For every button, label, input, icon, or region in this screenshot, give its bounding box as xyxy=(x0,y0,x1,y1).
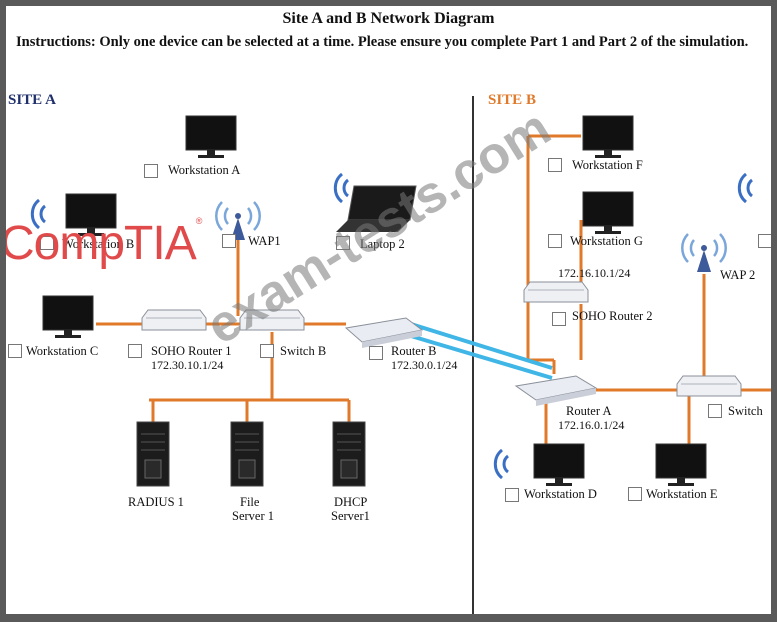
offscreen-device-wifi-icon xyxy=(737,172,754,204)
soho-router-2-ip: 172.16.10.1/24 xyxy=(558,266,631,280)
soho-router-1-label: SOHO Router 1 xyxy=(151,344,232,358)
wap1-checkbox[interactable] xyxy=(222,234,236,248)
dhcp-server1-icon xyxy=(332,421,366,487)
router-a-label: Router A xyxy=(566,404,612,418)
switch-site-b-label: Switch xyxy=(728,404,763,418)
workstation-f-monitor-icon xyxy=(582,115,634,159)
wap2-label: WAP 2 xyxy=(720,268,756,282)
workstation-b-label: Workstation B xyxy=(62,237,135,251)
dhcp-server1-label-line1: DHCP xyxy=(334,495,368,509)
workstation-g-monitor-icon xyxy=(582,191,634,235)
soho-router-2-checkbox[interactable] xyxy=(552,312,566,326)
wan-link xyxy=(410,322,553,380)
workstation-c-checkbox[interactable] xyxy=(8,344,22,358)
workstation-a-monitor-icon xyxy=(185,115,237,159)
site-a-links xyxy=(96,238,351,424)
switch-b-checkbox[interactable] xyxy=(260,344,274,358)
switch-site-b-checkbox[interactable] xyxy=(708,404,722,418)
soho-router-2-icon xyxy=(523,281,589,303)
offscreen-device-checkbox[interactable] xyxy=(758,234,771,248)
workstation-c-monitor-icon xyxy=(42,295,94,339)
workstation-f-label: Workstation F xyxy=(572,158,643,172)
radius-1-server-icon xyxy=(136,421,170,487)
workstation-c-label: Workstation C xyxy=(26,344,99,358)
workstation-d-wifi-icon xyxy=(493,448,510,480)
site-a-label: SITE A xyxy=(8,92,56,108)
dhcp-server1-label-line2: Server1 xyxy=(331,509,370,523)
network-diagram-panel: Site A and B Network Diagram Instruction… xyxy=(6,6,771,614)
soho-router-2-label: SOHO Router 2 xyxy=(572,309,653,323)
instructions-text: Instructions: Only one device can be sel… xyxy=(16,34,749,50)
router-b-label: Router B xyxy=(391,344,437,358)
workstation-d-label: Workstation D xyxy=(524,487,597,501)
laptop-2-icon xyxy=(336,185,417,232)
radius-1-label: RADIUS 1 xyxy=(128,495,184,509)
workstation-a-label: Workstation A xyxy=(168,163,241,177)
router-b-ip: 172.30.0.1/24 xyxy=(391,358,458,372)
file-server-1-icon xyxy=(230,421,264,487)
workstation-b-checkbox[interactable] xyxy=(40,236,54,250)
workstation-g-label: Workstation G xyxy=(570,234,643,248)
workstation-d-monitor-icon xyxy=(533,443,585,487)
switch-b-label: Switch B xyxy=(280,344,327,358)
laptop-2-label: Laptop 2 xyxy=(360,237,405,251)
workstation-e-checkbox[interactable] xyxy=(628,487,642,501)
router-a-ip: 172.16.0.1/24 xyxy=(558,418,625,432)
router-b-checkbox[interactable] xyxy=(369,346,383,360)
workstation-f-checkbox[interactable] xyxy=(548,158,562,172)
switch-site-b-icon xyxy=(676,375,742,397)
router-b-icon xyxy=(344,317,424,348)
diagram-canvas xyxy=(30,115,771,487)
wap2-icon xyxy=(681,232,727,274)
workstation-e-monitor-icon xyxy=(655,443,707,487)
soho-router-1-checkbox[interactable] xyxy=(128,344,142,358)
workstation-a-checkbox[interactable] xyxy=(144,164,158,178)
file-server-1-label-line1: File xyxy=(240,495,260,509)
site-b-links xyxy=(526,134,771,446)
router-a-icon xyxy=(514,375,598,406)
workstation-e-label: Workstation E xyxy=(646,487,718,501)
site-b-label: SITE B xyxy=(488,92,536,108)
comptia-logo-text: CompTIA xyxy=(6,217,197,270)
laptop-2-checkbox[interactable] xyxy=(336,236,350,250)
workstation-g-checkbox[interactable] xyxy=(548,234,562,248)
workstation-d-checkbox[interactable] xyxy=(505,488,519,502)
file-server-1-label-line2: Server 1 xyxy=(232,509,274,523)
comptia-logo: CompTIA® xyxy=(6,216,202,271)
soho-router-1-ip: 172.30.10.1/24 xyxy=(151,358,224,372)
wap1-label: WAP1 xyxy=(248,234,281,248)
soho-router-1-icon xyxy=(141,309,207,331)
diagram-title: Site A and B Network Diagram xyxy=(282,10,495,27)
laptop-2-wifi-icon xyxy=(333,172,350,204)
